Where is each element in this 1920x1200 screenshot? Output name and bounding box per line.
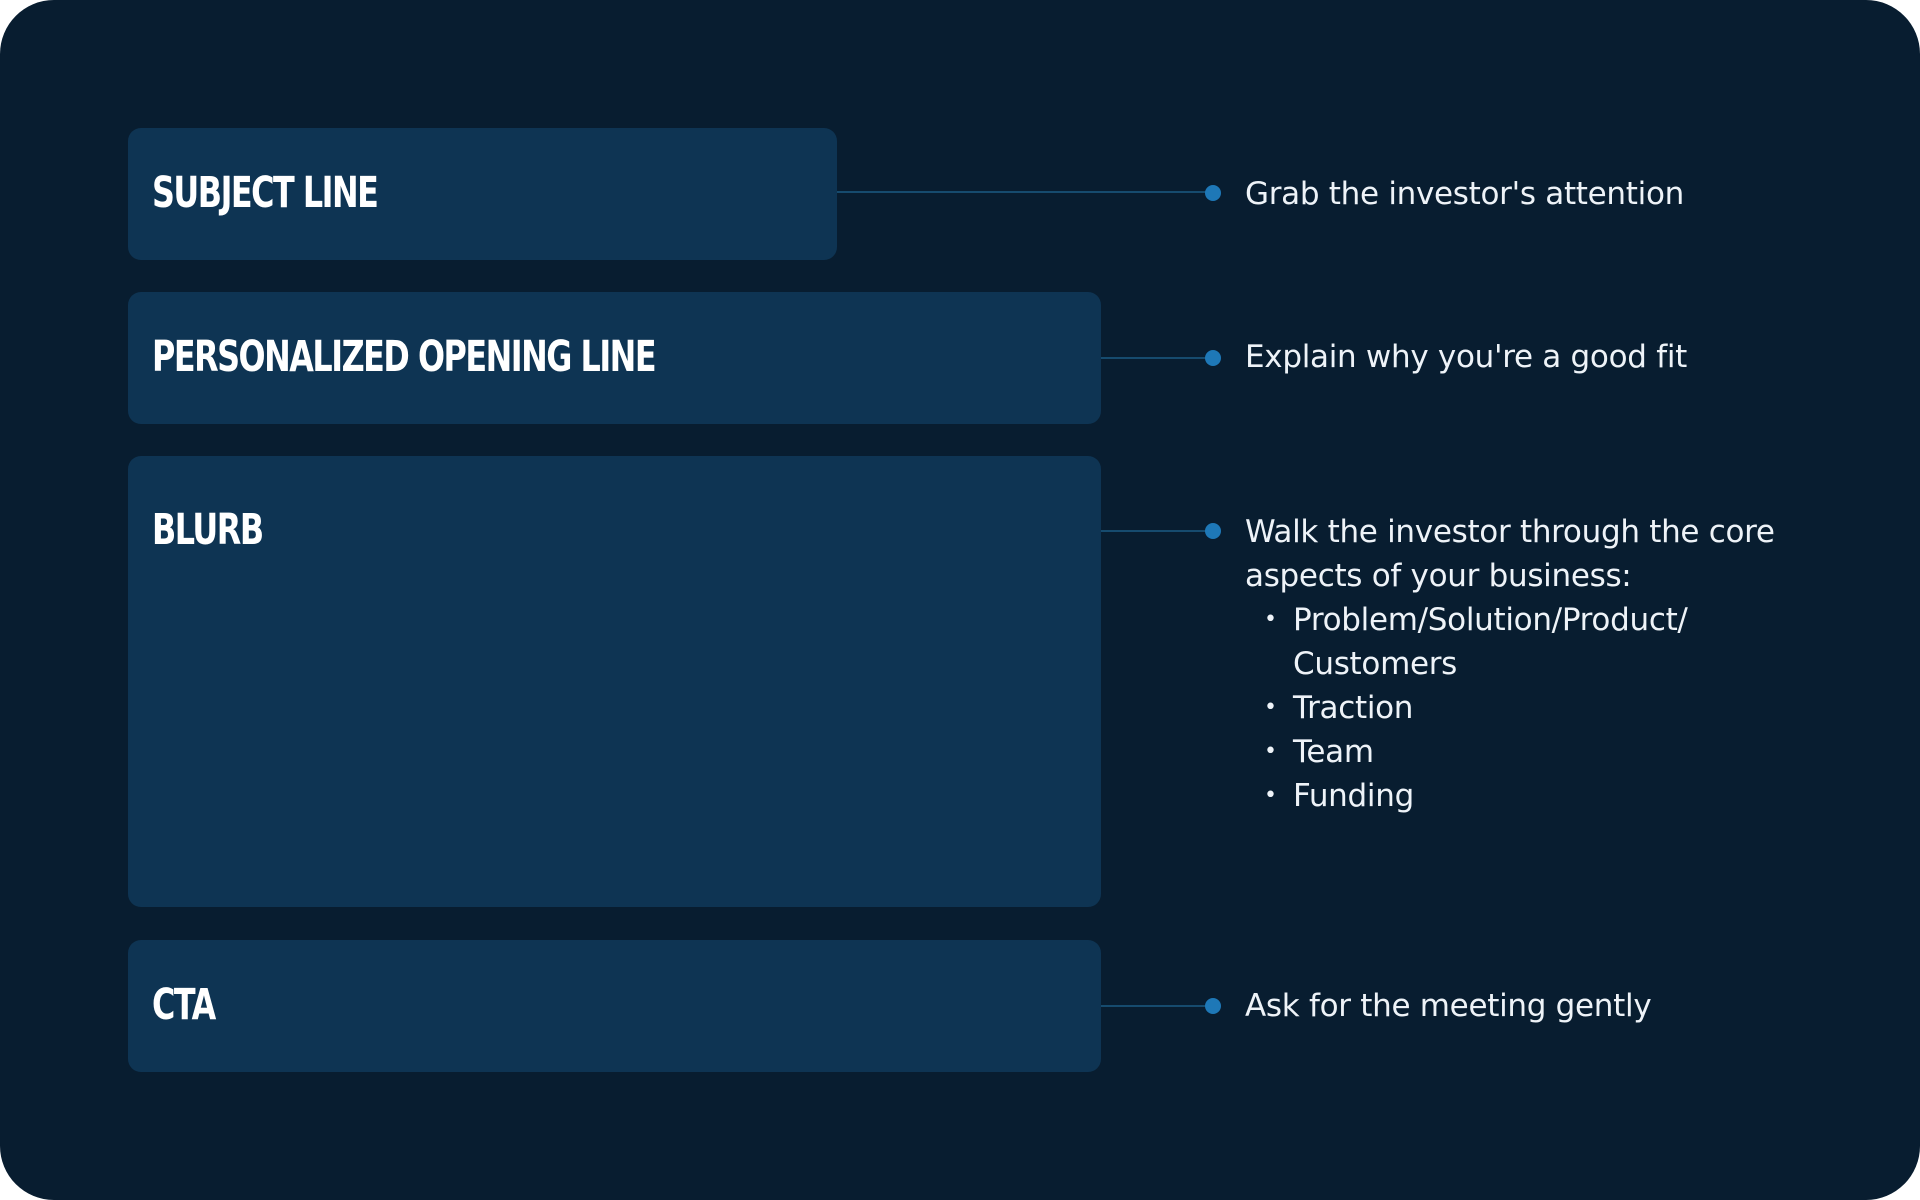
opening-line-dot xyxy=(1205,350,1221,366)
bullet-icon: • xyxy=(1264,695,1277,720)
subject-line-title: SUBJECT LINE xyxy=(152,168,379,218)
opening-line-description: Explain why you're a good fit xyxy=(1245,335,1687,379)
opening-line-description-text: Explain why you're a good fit xyxy=(1245,339,1687,375)
opening-line-block: PERSONALIZED OPENING LINE xyxy=(128,292,1101,424)
blurb-connector xyxy=(1101,530,1213,532)
bullet-icon: • xyxy=(1264,783,1277,808)
cta-description-text: Ask for the meeting gently xyxy=(1245,988,1652,1024)
blurb-bullet-text: Problem/Solution/Product/ xyxy=(1293,602,1688,638)
cta-dot xyxy=(1205,998,1221,1014)
cta-block: CTA xyxy=(128,940,1101,1072)
blurb-bullet-text: Customers xyxy=(1293,646,1458,682)
blurb-bullet-text: Team xyxy=(1293,734,1374,770)
subject-line-block: SUBJECT LINE xyxy=(128,128,837,260)
blurb-bullet-item: • Team xyxy=(1245,730,1775,774)
subject-line-description-text: Grab the investor's attention xyxy=(1245,176,1684,212)
bullet-icon: • xyxy=(1264,739,1277,764)
blurb-description-line: Walk the investor through the core xyxy=(1245,514,1775,550)
blurb-bullet-item: • Funding xyxy=(1245,774,1775,818)
cta-connector xyxy=(1101,1005,1213,1007)
blurb-dot xyxy=(1205,523,1221,539)
blurb-bullet-item: • Traction xyxy=(1245,686,1775,730)
bullet-icon: • xyxy=(1264,607,1277,632)
blurb-description: Walk the investor through the core aspec… xyxy=(1245,510,1775,818)
subject-line-connector xyxy=(837,191,1213,193)
opening-line-title: PERSONALIZED OPENING LINE xyxy=(152,332,657,382)
blurb-block: BLURB xyxy=(128,456,1101,907)
blurb-bullet-list: • Problem/Solution/Product/ Customers • … xyxy=(1245,598,1775,818)
cta-description: Ask for the meeting gently xyxy=(1245,984,1652,1028)
subject-line-dot xyxy=(1205,185,1221,201)
blurb-description-line: aspects of your business: xyxy=(1245,558,1632,594)
cta-title: CTA xyxy=(152,980,216,1030)
subject-line-description: Grab the investor's attention xyxy=(1245,172,1684,216)
blurb-bullet-text: Traction xyxy=(1293,690,1414,726)
blurb-bullet-continuation: Customers xyxy=(1245,642,1775,686)
blurb-bullet-text: Funding xyxy=(1293,778,1414,814)
blurb-title: BLURB xyxy=(152,505,264,555)
blurb-bullet-item: • Problem/Solution/Product/ xyxy=(1245,598,1775,642)
opening-line-connector xyxy=(1101,357,1213,359)
